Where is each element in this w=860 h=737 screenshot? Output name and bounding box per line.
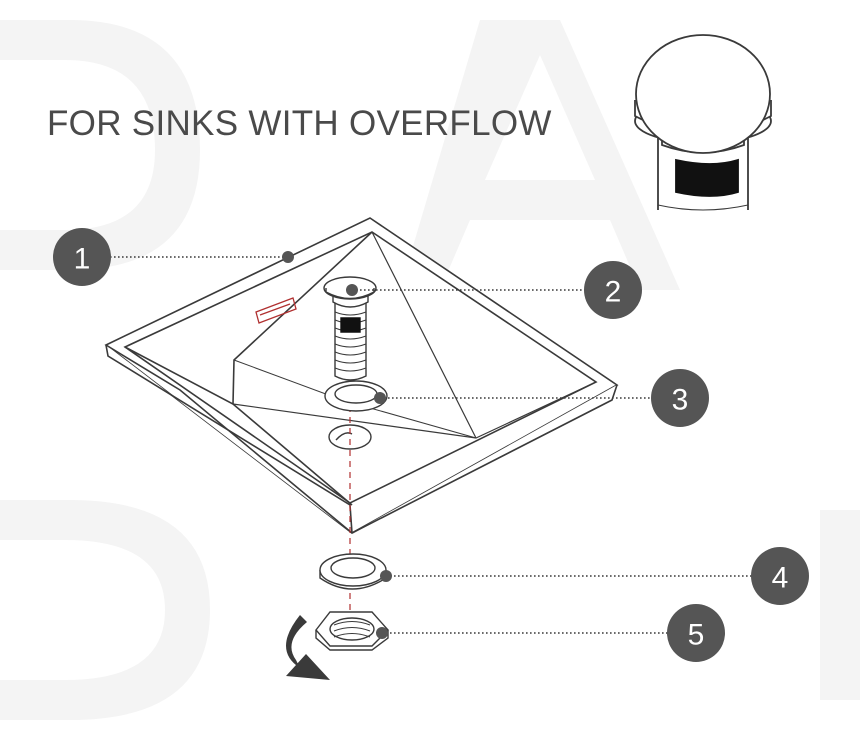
callout-number: 5 (688, 619, 705, 652)
callout-number: 4 (772, 562, 789, 595)
callout-badge-1: 1 (53, 228, 111, 286)
drain-hole (328, 424, 372, 450)
bottom-washer (319, 553, 387, 590)
overflow-slot (255, 297, 297, 324)
callout-badge-3: 3 (651, 369, 709, 427)
tighten-arrow-icon (286, 615, 330, 680)
top-washer (324, 380, 388, 412)
leader-lines (110, 256, 752, 634)
watermark (0, 20, 860, 720)
lock-nut (315, 611, 389, 651)
callout-badge-2: 2 (584, 261, 642, 319)
callout-number: 2 (605, 276, 622, 309)
callout-badge-4: 4 (751, 547, 809, 605)
callout-number: 1 (74, 243, 91, 276)
leader-dots (282, 251, 392, 639)
callout-number: 3 (672, 384, 689, 417)
callout-badge-5: 5 (667, 604, 725, 662)
pop-up-plug-icon (634, 34, 772, 211)
diagram-title: FOR SINKS WITH OVERFLOW (47, 104, 552, 143)
